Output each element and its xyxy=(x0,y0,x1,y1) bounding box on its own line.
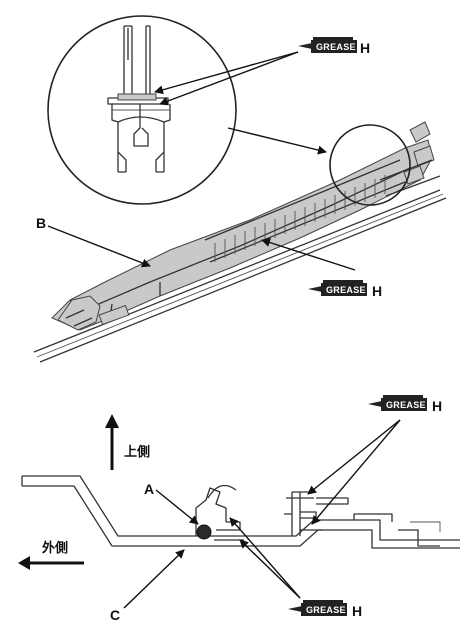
label-a: A xyxy=(144,481,154,497)
end-detail-circle xyxy=(329,124,411,206)
grease-suffix: H xyxy=(432,398,442,414)
outer-side-indicator: 外側 xyxy=(18,540,84,570)
grease-marker-middle: GREASE H xyxy=(308,280,382,299)
grease-text: GREASE xyxy=(326,285,366,295)
cross-section xyxy=(21,475,460,549)
grease-text: GREASE xyxy=(316,42,356,52)
label-b: B xyxy=(36,215,46,231)
grease-marker-lower-right: GREASE H xyxy=(368,395,442,414)
grease-marker-top: GREASE H xyxy=(298,37,370,56)
grease-suffix: H xyxy=(352,603,362,619)
outer-side-text: 外側 xyxy=(41,540,68,556)
upper-side-text: 上側 xyxy=(124,444,150,460)
grease-text: GREASE xyxy=(306,605,346,615)
label-c: C xyxy=(110,607,120,623)
grease-text: GREASE xyxy=(386,400,426,410)
detail-circle xyxy=(47,15,237,205)
grease-marker-bottom: GREASE H xyxy=(288,600,362,619)
channel-ribs xyxy=(204,159,406,263)
grease-suffix: H xyxy=(360,40,370,56)
upper-side-indicator: 上側 xyxy=(105,414,150,470)
magnify-arrow xyxy=(227,127,327,155)
grease-suffix: H xyxy=(372,283,382,299)
